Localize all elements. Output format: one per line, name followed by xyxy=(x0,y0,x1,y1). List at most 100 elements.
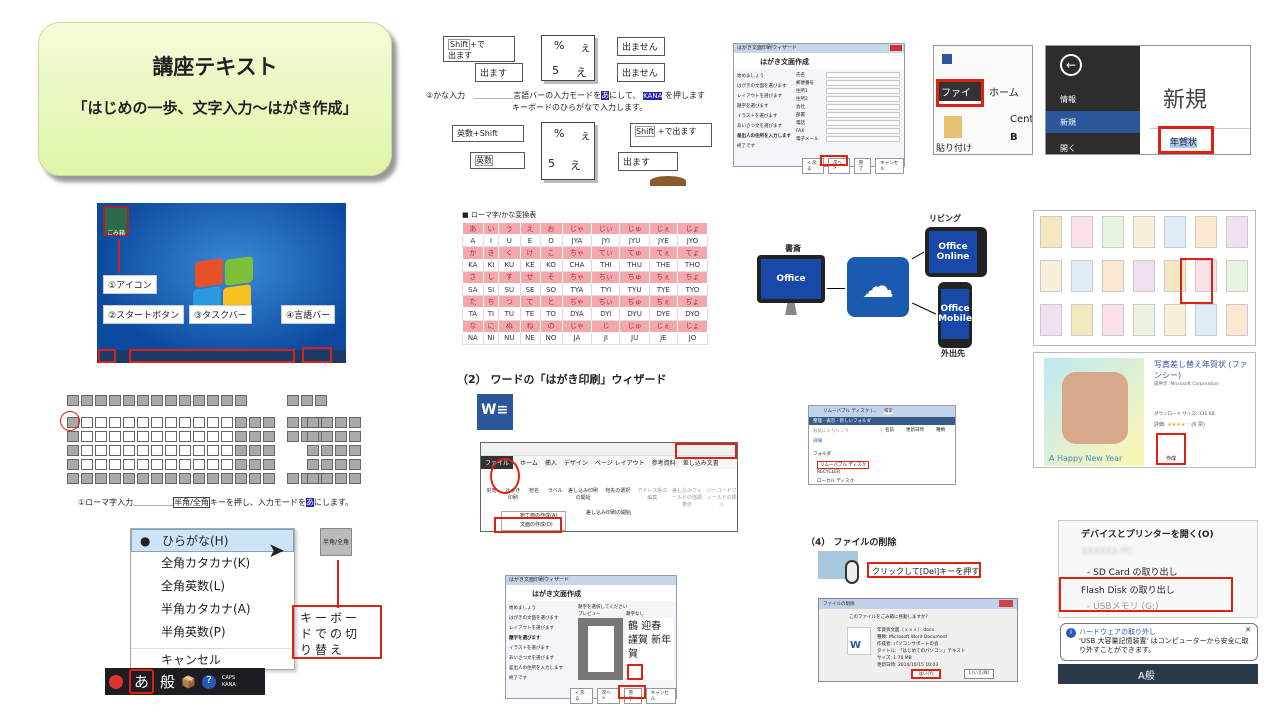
field-input[interactable] xyxy=(826,104,900,110)
recycle-bin-icon[interactable]: ごみ箱 xyxy=(103,206,129,237)
ime-menu-item[interactable]: キャンセル xyxy=(131,648,294,671)
yes-button[interactable]: はい(Y) xyxy=(911,669,941,679)
field-input[interactable] xyxy=(826,72,900,78)
ime-menu-item[interactable]: ひらがな(H)● xyxy=(131,529,294,552)
form-field[interactable]: 住所2 xyxy=(796,96,900,104)
removable-disk-item[interactable]: リムーバブル ディスク xyxy=(817,461,870,469)
wizard-button[interactable]: < 戻る xyxy=(570,688,593,704)
template-thumbnail[interactable] xyxy=(1071,216,1093,248)
ribbon-tab[interactable]: 差し込み文書 xyxy=(682,460,719,467)
template-thumbnail[interactable] xyxy=(1195,216,1217,248)
field-input[interactable] xyxy=(826,112,900,118)
template-thumbnail[interactable] xyxy=(1164,216,1186,248)
template-thumbnail[interactable] xyxy=(1226,260,1248,292)
template-thumbnail[interactable] xyxy=(1102,260,1124,292)
field-input[interactable] xyxy=(826,128,900,134)
paste-button[interactable]: 貼り付け xyxy=(936,144,973,154)
template-thumbnail[interactable] xyxy=(1102,216,1124,248)
address-bar[interactable]: リムーバブル ディスク (... 検索 xyxy=(809,406,955,417)
form-field[interactable]: 会社 xyxy=(796,104,900,112)
template-thumbnail[interactable] xyxy=(1040,260,1062,292)
form-field[interactable]: 部署 xyxy=(796,112,900,120)
keyboard-key xyxy=(165,473,177,484)
menu-eject-flash[interactable]: Flash Disk の取り出し xyxy=(1081,586,1175,596)
ime-menu-item[interactable]: 全角カタカナ(K) xyxy=(161,556,251,570)
help-icon[interactable]: ? xyxy=(201,674,216,689)
tab-home[interactable]: ホーム xyxy=(989,88,1019,99)
wizard-button[interactable]: 完了 xyxy=(853,158,872,174)
template-thumbnail[interactable] xyxy=(1226,304,1248,336)
wizard-button[interactable]: 次へ > xyxy=(596,688,620,704)
wizard-button[interactable]: キャンセル xyxy=(645,688,676,704)
table-cell: ちょ xyxy=(676,270,709,284)
form-field[interactable]: 氏名 xyxy=(796,72,900,80)
tab-file[interactable]: ファイル xyxy=(938,81,982,114)
ime-menu-item[interactable]: 全角英数(L) xyxy=(161,579,226,593)
field-input[interactable] xyxy=(826,120,900,126)
template-thumbnail[interactable] xyxy=(1102,304,1124,336)
ribbon-tab[interactable]: ページ レイアウト xyxy=(594,460,645,467)
template-thumbnail[interactable] xyxy=(1133,304,1155,336)
close-icon[interactable]: ✕ xyxy=(1245,626,1251,634)
ribbon-button[interactable]: 差し込みフィールドの強調表示 xyxy=(671,473,703,513)
menu-info[interactable]: 情報 xyxy=(1060,95,1076,104)
wizard-button[interactable]: 次へ > xyxy=(827,158,850,174)
ribbon-button[interactable]: ラベル xyxy=(546,473,564,513)
ribbon-button[interactable]: 宛先の選択 xyxy=(602,473,634,513)
local-disk-item[interactable]: ローカル ディスク xyxy=(817,479,855,484)
template-thumbnail[interactable] xyxy=(1071,260,1093,292)
menu-address-side[interactable]: 宛て面の作成(A) xyxy=(520,513,558,519)
ime-menu-item[interactable]: 半角カタカナ(A) xyxy=(161,602,251,616)
form-field[interactable]: 住所1 xyxy=(796,88,900,96)
ribbon-button[interactable]: 宛名 xyxy=(525,473,543,513)
wizard-button[interactable]: 完了 xyxy=(623,688,642,704)
template-thumbnail[interactable] xyxy=(1040,304,1062,336)
form-field[interactable]: FAX xyxy=(796,128,900,136)
menu-open[interactable]: 開く xyxy=(1060,144,1076,153)
design-list[interactable]: 鶴 迎春謹賀 新年賀 xyxy=(626,618,674,680)
back-arrow-icon[interactable]: ← xyxy=(1060,54,1082,76)
ribbon-button[interactable]: アドレス帳の編集 xyxy=(637,473,668,513)
menu-eject-sd[interactable]: - SD Card の取り出し xyxy=(1087,568,1178,578)
ribbon-button[interactable]: 差し込み印刷の開始 xyxy=(567,473,599,513)
wizard-button[interactable]: < 戻る xyxy=(802,158,824,174)
ime-menu-item[interactable]: 半角英数(P) xyxy=(161,625,226,639)
ime-kanji-button[interactable]: 般 xyxy=(160,673,176,691)
form-field[interactable]: 電話 xyxy=(796,120,900,128)
column-header[interactable]: 名前 xyxy=(885,428,894,433)
template-thumbnail[interactable] xyxy=(1195,304,1217,336)
column-header[interactable]: 種類 xyxy=(936,428,945,433)
menu-open-devices[interactable]: デバイスとプリンターを開く(O) xyxy=(1081,530,1214,540)
font-box[interactable]: Cent xyxy=(1010,114,1033,125)
column-header[interactable]: 更新日時 xyxy=(906,428,924,433)
bold-button[interactable]: B xyxy=(1010,132,1018,143)
ribbon-button[interactable]: バーコードフィールドの挿入 xyxy=(706,473,737,513)
template-thumbnail[interactable] xyxy=(1226,216,1248,248)
field-input[interactable] xyxy=(826,80,900,86)
form-field[interactable]: 電子メール xyxy=(796,136,900,144)
close-icon[interactable] xyxy=(999,600,1013,607)
ribbon-tab[interactable]: 参考資料 xyxy=(651,460,676,467)
no-button[interactable]: いいえ(N) xyxy=(964,669,994,679)
template-thumbnail[interactable] xyxy=(1133,216,1155,248)
menu-message-side[interactable]: 文面の作成(D) xyxy=(520,522,553,528)
ribbon-tab[interactable]: ホーム xyxy=(520,460,538,467)
field-input[interactable] xyxy=(826,96,900,102)
table-cell: さ xyxy=(462,270,484,284)
wizard-button[interactable]: キャンセル xyxy=(875,158,905,174)
ribbon-tab[interactable]: デザイン xyxy=(563,460,588,467)
ribbon-tab[interactable]: 挿入 xyxy=(544,460,557,467)
form-field[interactable]: 郵便番号 xyxy=(796,80,900,88)
template-thumbnail[interactable] xyxy=(1071,304,1093,336)
field-input[interactable] xyxy=(826,88,900,94)
field-input[interactable] xyxy=(826,136,900,142)
ime-mode-button[interactable]: あ xyxy=(129,669,155,694)
folder-item[interactable]: RECYCLER xyxy=(817,470,841,475)
template-thumbnail[interactable] xyxy=(1133,260,1155,292)
create-button[interactable]: 作成 xyxy=(1156,433,1186,465)
template-thumbnail[interactable] xyxy=(1164,304,1186,336)
template-thumbnail[interactable] xyxy=(1040,216,1062,248)
close-icon[interactable] xyxy=(890,45,902,51)
start-button[interactable] xyxy=(98,349,116,363)
menu-new[interactable]: 新規 xyxy=(1046,111,1140,133)
